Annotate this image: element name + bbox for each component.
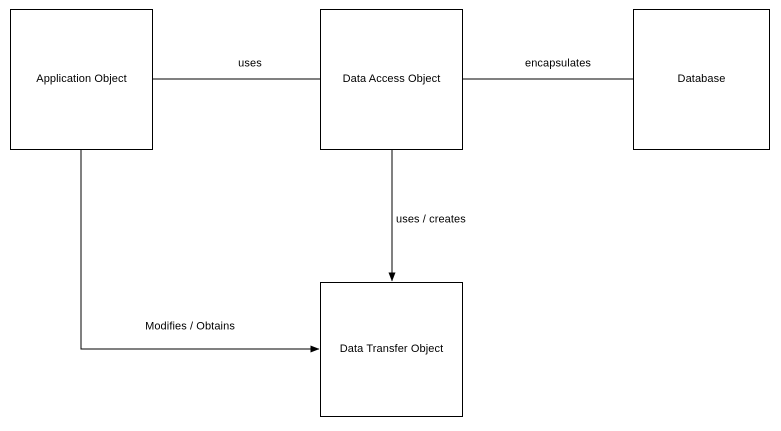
node-data-access-object[interactable]: Data Access Object: [320, 9, 463, 150]
edge-label-uses: uses: [235, 57, 265, 71]
edge-label-modifies-obtains: Modifies / Obtains: [142, 320, 238, 334]
node-data-access-object-label: Data Access Object: [342, 73, 441, 85]
node-application-object-label: Application Object: [36, 73, 127, 85]
connector-modifies-obtains: [80, 150, 320, 353]
node-application-object[interactable]: Application Object: [10, 9, 153, 150]
edge-label-encapsulates: encapsulates: [521, 57, 595, 71]
edge-label-uses-creates: uses / creates: [393, 213, 469, 227]
node-data-transfer-object[interactable]: Data Transfer Object: [320, 282, 463, 417]
node-database-label: Database: [677, 73, 726, 85]
node-data-transfer-object-label: Data Transfer Object: [339, 343, 444, 355]
node-database[interactable]: Database: [633, 9, 770, 150]
